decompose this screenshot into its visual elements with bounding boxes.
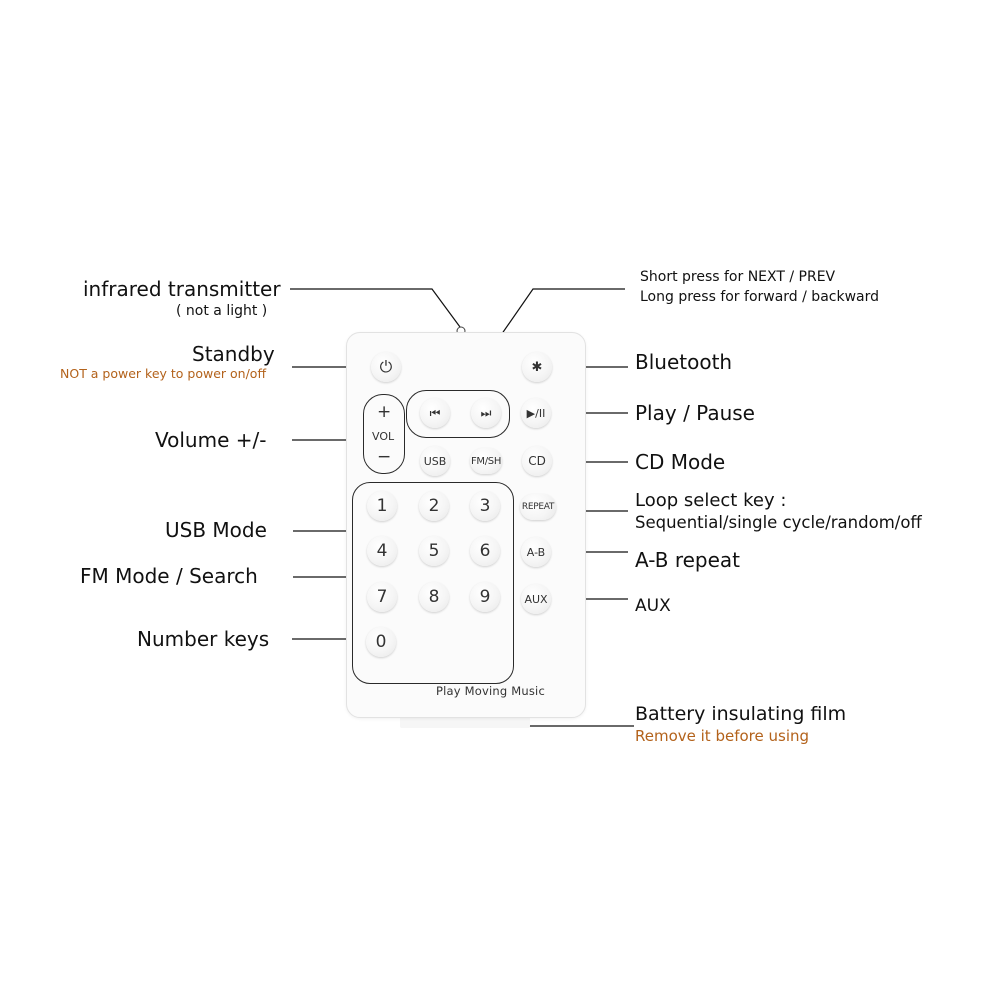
play-pause-button[interactable]: ▶/II (521, 398, 551, 428)
label-infrared-note: ( not a light ) (176, 303, 268, 319)
label-loop-2: Sequential/single cycle/random/off (635, 513, 922, 532)
number-key-6[interactable]: 6 (470, 536, 500, 566)
ab-button[interactable]: A-B (521, 537, 551, 567)
next-button[interactable]: ⏭ (471, 398, 501, 428)
label-infrared: infrared transmitter (83, 277, 281, 301)
label-standby: Standby (192, 342, 275, 366)
number-pad-group (352, 482, 514, 684)
cd-button[interactable]: CD (522, 446, 552, 476)
label-bluetooth: Bluetooth (635, 350, 733, 374)
skip-group (406, 390, 510, 438)
label-usb: USB Mode (165, 518, 267, 542)
volume-label: VOL (372, 430, 395, 443)
number-key-5[interactable]: 5 (419, 536, 449, 566)
label-cd: CD Mode (635, 450, 726, 474)
label-loop-1: Loop select key : (635, 490, 787, 511)
prev-icon: ⏮ (429, 405, 441, 420)
volume-down-button[interactable]: − (377, 447, 392, 467)
number-key-8[interactable]: 8 (419, 582, 449, 612)
power-icon: ⏻ (379, 357, 393, 376)
number-key-1[interactable]: 1 (367, 491, 397, 521)
number-key-2[interactable]: 2 (419, 491, 449, 521)
number-key-3[interactable]: 3 (470, 491, 500, 521)
label-aux: AUX (635, 596, 671, 616)
number-key-7[interactable]: 7 (367, 582, 397, 612)
number-key-0[interactable]: 0 (366, 627, 396, 657)
label-battery: Battery insulating film (635, 703, 847, 725)
label-ab: A-B repeat (635, 548, 741, 572)
volume-up-button[interactable]: + (377, 402, 392, 422)
standby-button[interactable]: ⏻ (371, 352, 401, 382)
label-battery-note: Remove it before using (635, 727, 810, 745)
fm-button[interactable]: FM/SH (470, 448, 502, 474)
brand-text: Play Moving Music (436, 684, 545, 698)
label-number-keys: Number keys (137, 627, 270, 651)
volume-group (363, 394, 405, 474)
play-pause-icon: ▶/II (526, 406, 546, 420)
label-play-pause: Play / Pause (635, 401, 755, 425)
label-standby-note: NOT a power key to power on/off (60, 366, 267, 381)
bluetooth-icon: ✱ (531, 359, 543, 375)
label-volume: Volume +/- (155, 428, 267, 452)
bluetooth-button[interactable]: ✱ (522, 352, 552, 382)
aux-button[interactable]: AUX (521, 584, 551, 614)
next-icon: ⏭ (480, 405, 492, 420)
number-key-4[interactable]: 4 (367, 536, 397, 566)
battery-film (400, 716, 530, 728)
number-key-9[interactable]: 9 (470, 582, 500, 612)
label-next-prev-2: Long press for forward / backward (640, 289, 880, 305)
callout-infrared (290, 288, 461, 328)
prev-button[interactable]: ⏮ (420, 398, 450, 428)
label-fm: FM Mode / Search (80, 564, 258, 588)
label-next-prev-1: Short press for NEXT / PREV (640, 269, 836, 285)
repeat-button[interactable]: REPEAT (520, 494, 556, 520)
usb-button[interactable]: USB (420, 446, 450, 476)
